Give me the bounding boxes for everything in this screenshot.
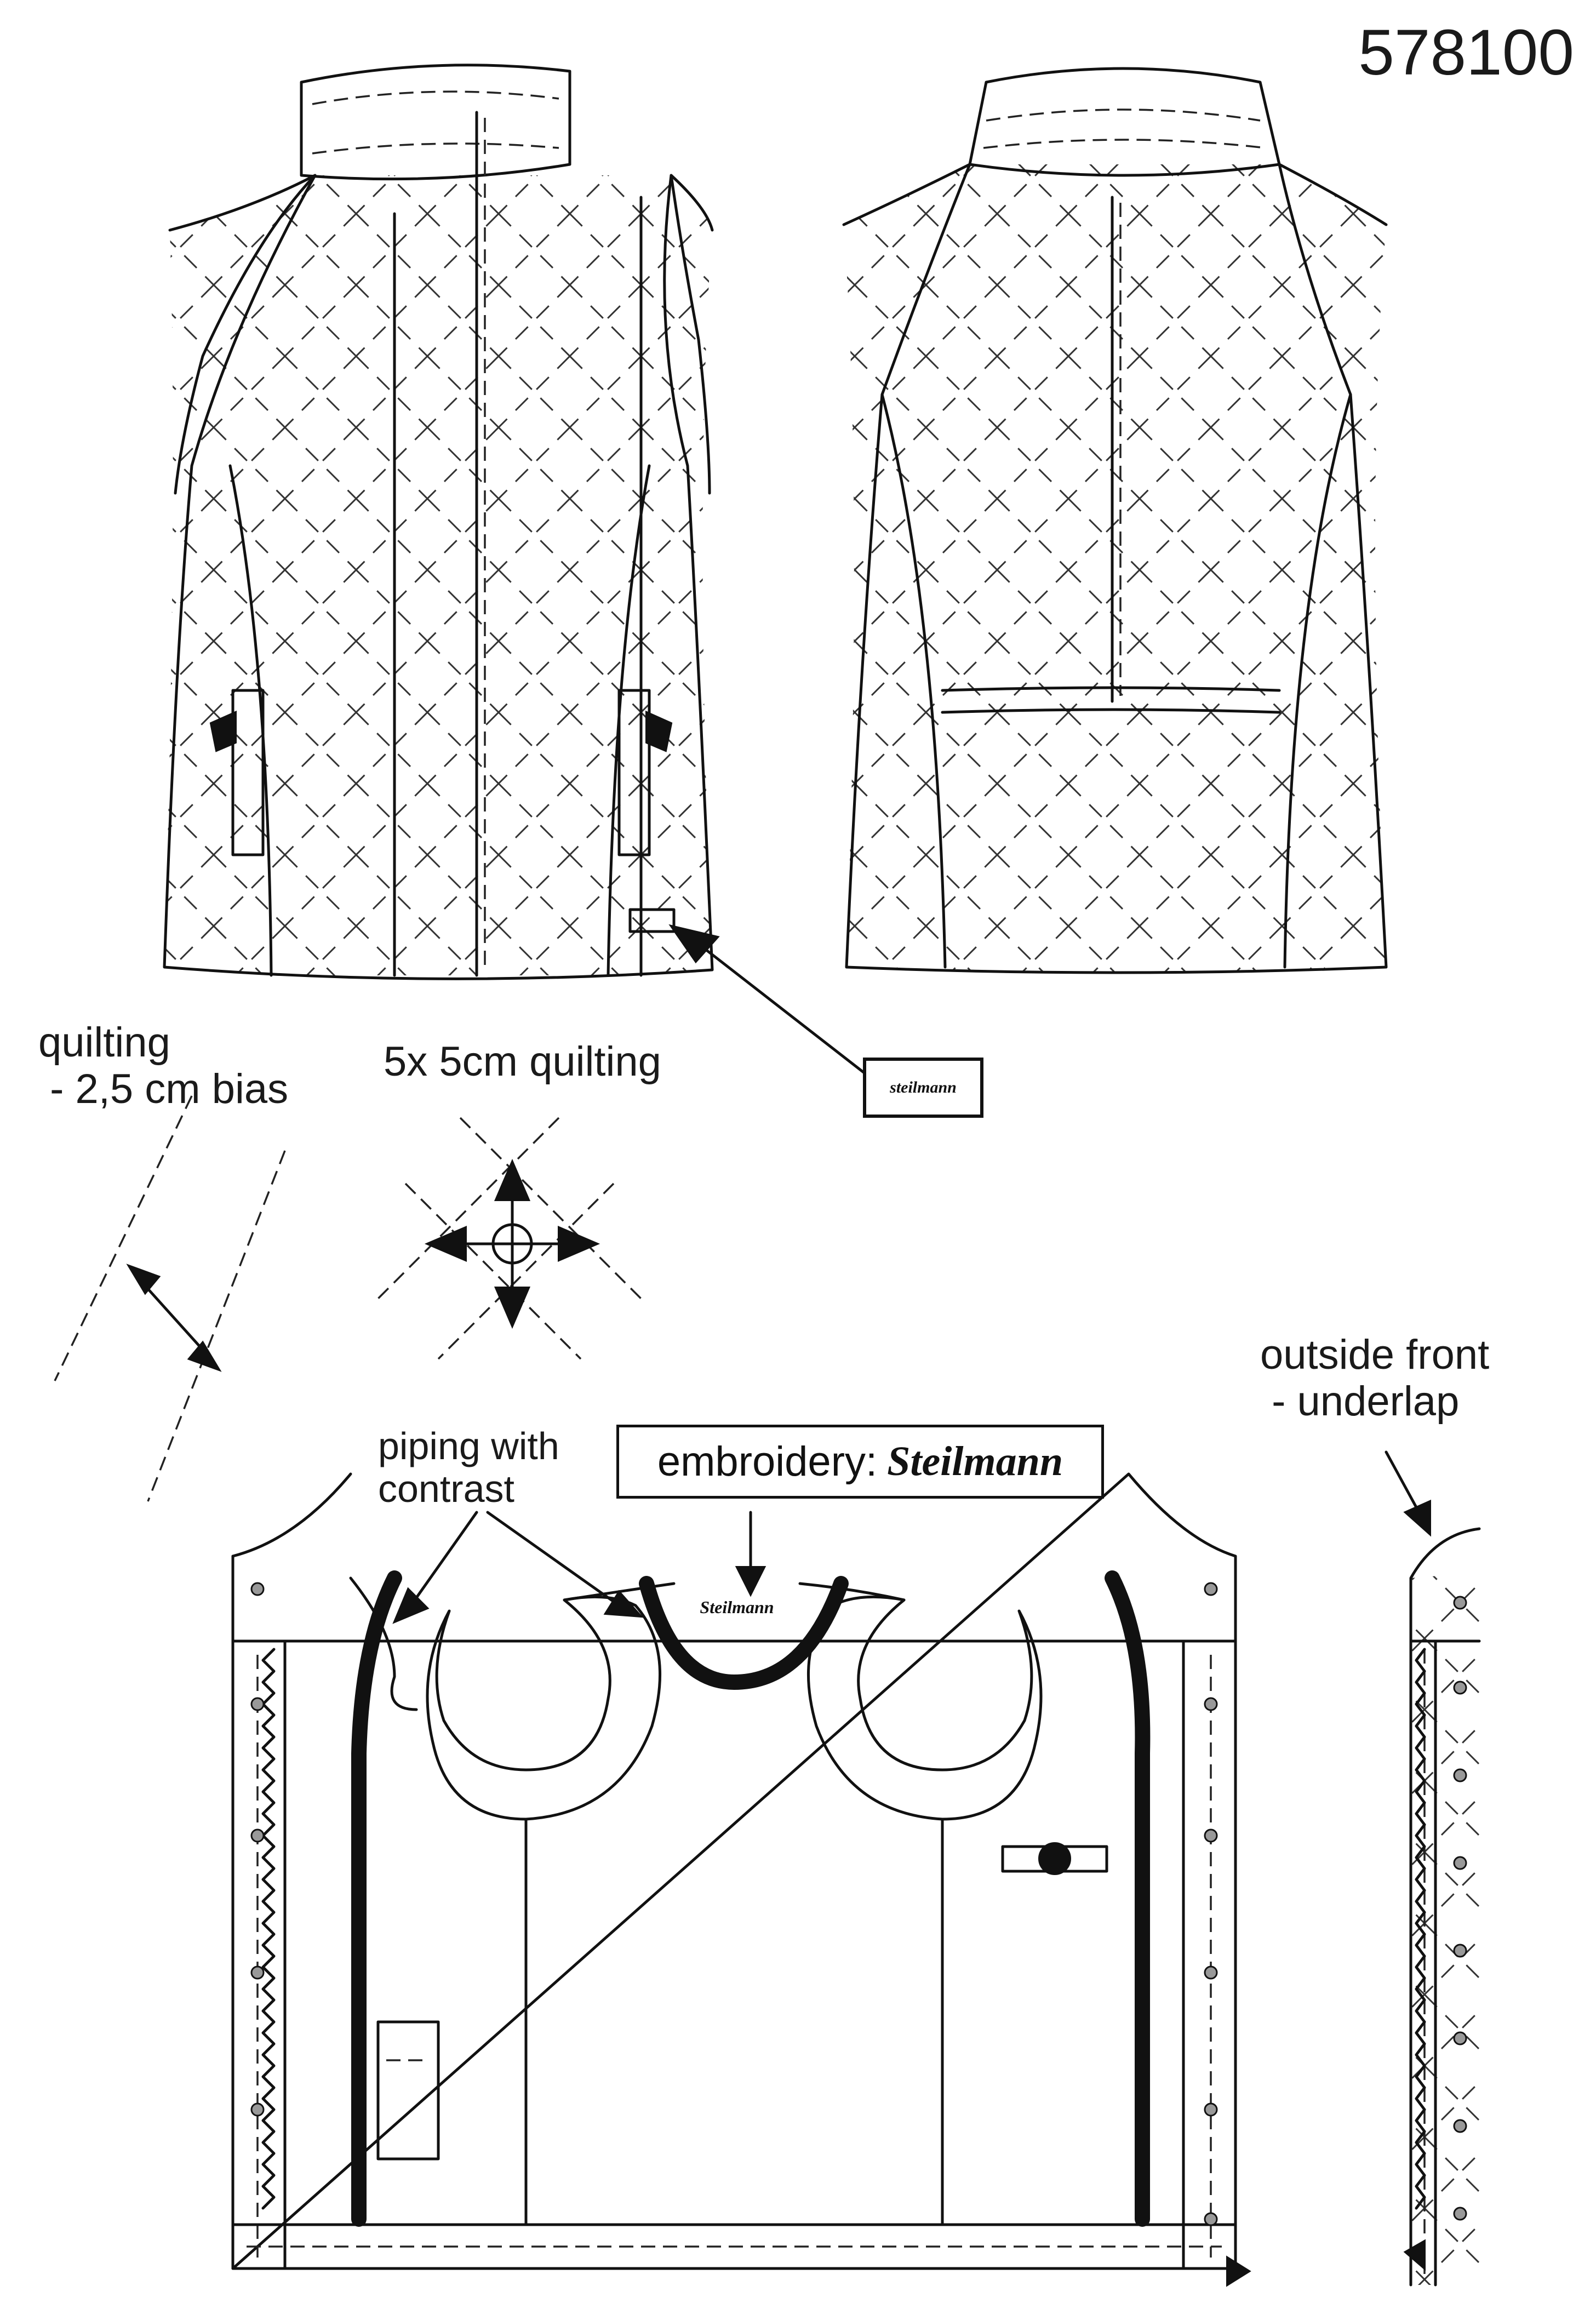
neck-piping (639, 1576, 849, 1690)
underlap-view (1385, 1450, 1481, 2287)
brand-label-tag: steilmann (863, 1058, 983, 1118)
style-number: 578100 (1358, 16, 1574, 89)
front-pocket-left (231, 689, 265, 856)
armhole-facing-right (806, 1595, 1043, 1821)
neck-embroidery-text: Steilmann (700, 1597, 774, 1617)
armhole-left (349, 1576, 418, 1711)
front-label-patch (628, 908, 676, 933)
embroidery-callout: embroidery: Steilmann (616, 1425, 1104, 1499)
inside-pocket (376, 2020, 440, 2161)
front-collar (300, 64, 571, 181)
zipper-teeth (261, 1648, 276, 2210)
armhole-facing-left (426, 1595, 662, 1821)
back-body-outline (842, 163, 1388, 974)
neckline (563, 1582, 906, 1602)
underlap-pointer (1385, 1450, 1421, 1514)
grid-quilting-detail (377, 1117, 642, 1360)
front-piping-left (351, 1570, 402, 2227)
front-armhole-right (670, 174, 711, 495)
embroidery-brand: Steilmann (887, 1438, 1063, 1484)
front-pocket-right (617, 689, 651, 856)
back-collar (968, 67, 1281, 177)
button-tab (1001, 1842, 1108, 1875)
piping-pointer-2 (486, 1511, 621, 1607)
piping-label: piping with contrast (378, 1425, 559, 1511)
bias-quilting-detail (54, 1095, 286, 1502)
back-view (842, 67, 1388, 974)
embroidery-prefix: embroidery: (657, 1438, 878, 1485)
front-body-outline (163, 174, 714, 980)
front-piping-right (1105, 1570, 1151, 2227)
front-armhole-left (174, 174, 317, 495)
underlap-outline (1409, 1527, 1481, 2287)
grid-quilting-label: 5x 5cm quilting (384, 1038, 661, 1085)
outside-front-label: outside front - underlap (1260, 1331, 1490, 1425)
label-pointer-line (691, 938, 867, 1076)
front-view (163, 64, 867, 1076)
piping-pointer-1 (409, 1511, 478, 1607)
inside-view (231, 1472, 1251, 2287)
inside-outline (231, 1472, 1237, 2270)
snap-dots (250, 1582, 1218, 2226)
bias-quilting-label: quilting - 2,5 cm bias (38, 1019, 289, 1113)
